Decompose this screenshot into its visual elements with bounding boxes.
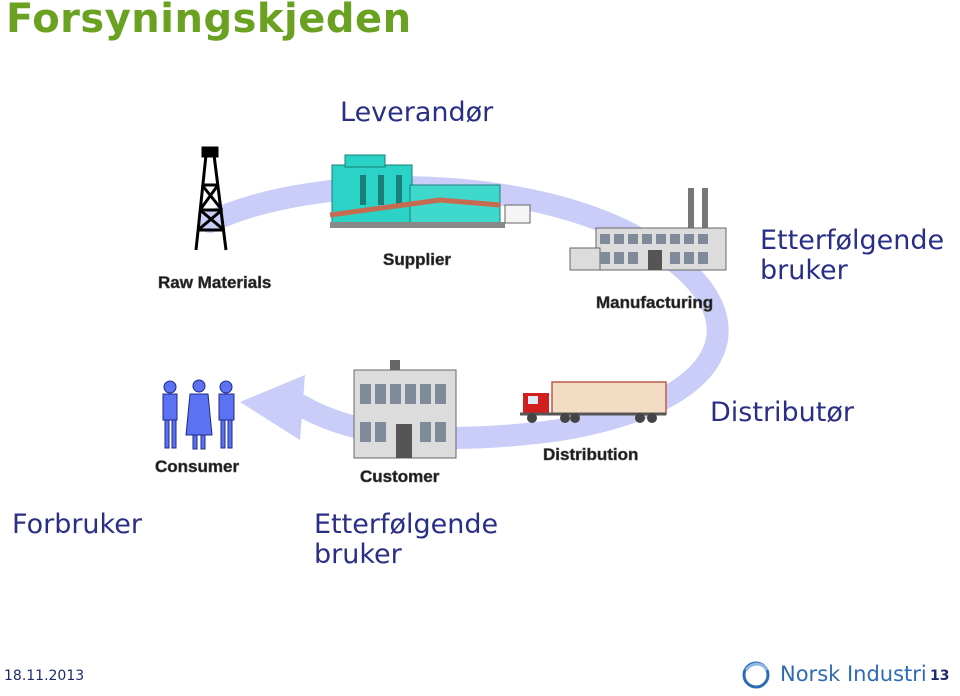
footer-date: 18.11.2013	[4, 668, 85, 684]
label-supplier: Leverandør	[340, 97, 494, 128]
stage-manufacturing: Manufacturing	[596, 293, 714, 313]
people-icon	[162, 379, 235, 450]
norsk-industri-logo-icon	[742, 661, 770, 689]
label-consumer: Forbruker	[12, 509, 142, 540]
stage-supplier: Supplier	[383, 250, 452, 270]
factory-icon	[569, 188, 727, 271]
supplier-plant-icon	[329, 154, 531, 228]
oil-derrick-icon	[194, 146, 228, 251]
page-number: 13	[930, 668, 950, 684]
label-customer-line1: Etterfølgende	[314, 509, 499, 540]
truck-icon	[520, 381, 667, 423]
label-customer-line2: bruker	[314, 539, 402, 570]
stage-consumer: Consumer	[155, 457, 240, 477]
stage-distribution: Distribution	[543, 445, 639, 465]
label-distribution: Distributør	[710, 397, 855, 428]
page-title: Forsyningskjeden	[6, 0, 412, 42]
label-manufacturing-line1: Etterfølgende	[760, 225, 945, 256]
stage-raw-materials: Raw Materials	[158, 273, 272, 293]
label-manufacturing-line2: bruker	[760, 255, 848, 286]
warehouse-icon	[353, 360, 457, 459]
stage-customer: Customer	[360, 467, 440, 487]
footer-brand: Norsk Industri	[780, 662, 927, 686]
